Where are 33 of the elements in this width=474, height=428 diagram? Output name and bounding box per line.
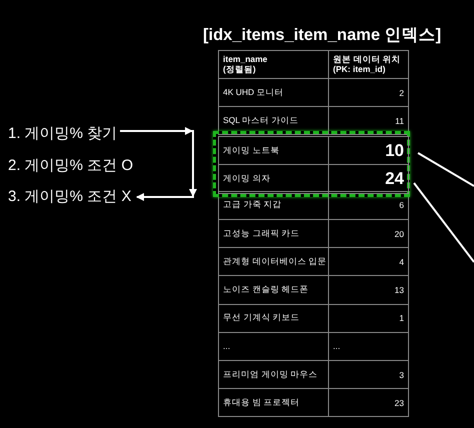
table-cell-text: 관계형 데이터베이스 입문 <box>223 256 327 268</box>
highlighted-value: 24 <box>385 168 404 189</box>
table-cell-text: 23 <box>394 398 404 408</box>
step-text: 2. 게이밍% 조건 O <box>8 156 134 175</box>
table-cell-text: ... <box>223 341 230 352</box>
table-cell-text: 고급 가죽 지갑 <box>223 199 282 212</box>
connector-line <box>413 182 474 263</box>
connector-line <box>418 152 474 187</box>
column-header: item_name (정렬됨) <box>223 54 268 74</box>
step-text: 3. 게이밍% 조건 X <box>8 187 132 206</box>
table-cell-text: 3 <box>399 370 404 380</box>
table-cell-text: 1 <box>399 313 404 324</box>
table-cell-text: 무선 기계식 키보드 <box>223 312 300 324</box>
highlight-box <box>213 131 410 197</box>
table-cell-text: SQL 마스터 가이드 <box>223 114 298 127</box>
highlighted-item: 게이밍 의자 <box>223 172 270 185</box>
table-cell-text: 11 <box>395 116 404 126</box>
table-cell-text: 4 <box>399 256 404 267</box>
table-cell-text: 4K UHD 모니터 <box>223 86 284 99</box>
table-cell-text: 고성능 그래픽 카드 <box>223 228 300 240</box>
table-title: [idx_items_item_name 인덱스] <box>203 25 442 46</box>
table-cell-text: ... <box>333 341 340 352</box>
table-cell-text: 13 <box>394 284 404 295</box>
arrow <box>120 127 197 201</box>
table-cell-text: 휴대용 빔 프로젝터 <box>223 396 300 409</box>
table-cell-text: 프리미엄 게이밍 마우스 <box>223 368 318 381</box>
table-cell-text: 6 <box>399 200 404 210</box>
table-cell-text: 노이즈 캔슬링 헤드폰 <box>223 284 309 296</box>
table-cell-text: 20 <box>394 228 404 239</box>
step-text: 1. 게이밍% 찾기 <box>8 124 118 143</box>
highlighted-value: 10 <box>385 140 404 161</box>
column-header: 원본 데이터 위치 (PK: item_id) <box>333 54 402 74</box>
table-cell-text: 2 <box>399 88 404 98</box>
